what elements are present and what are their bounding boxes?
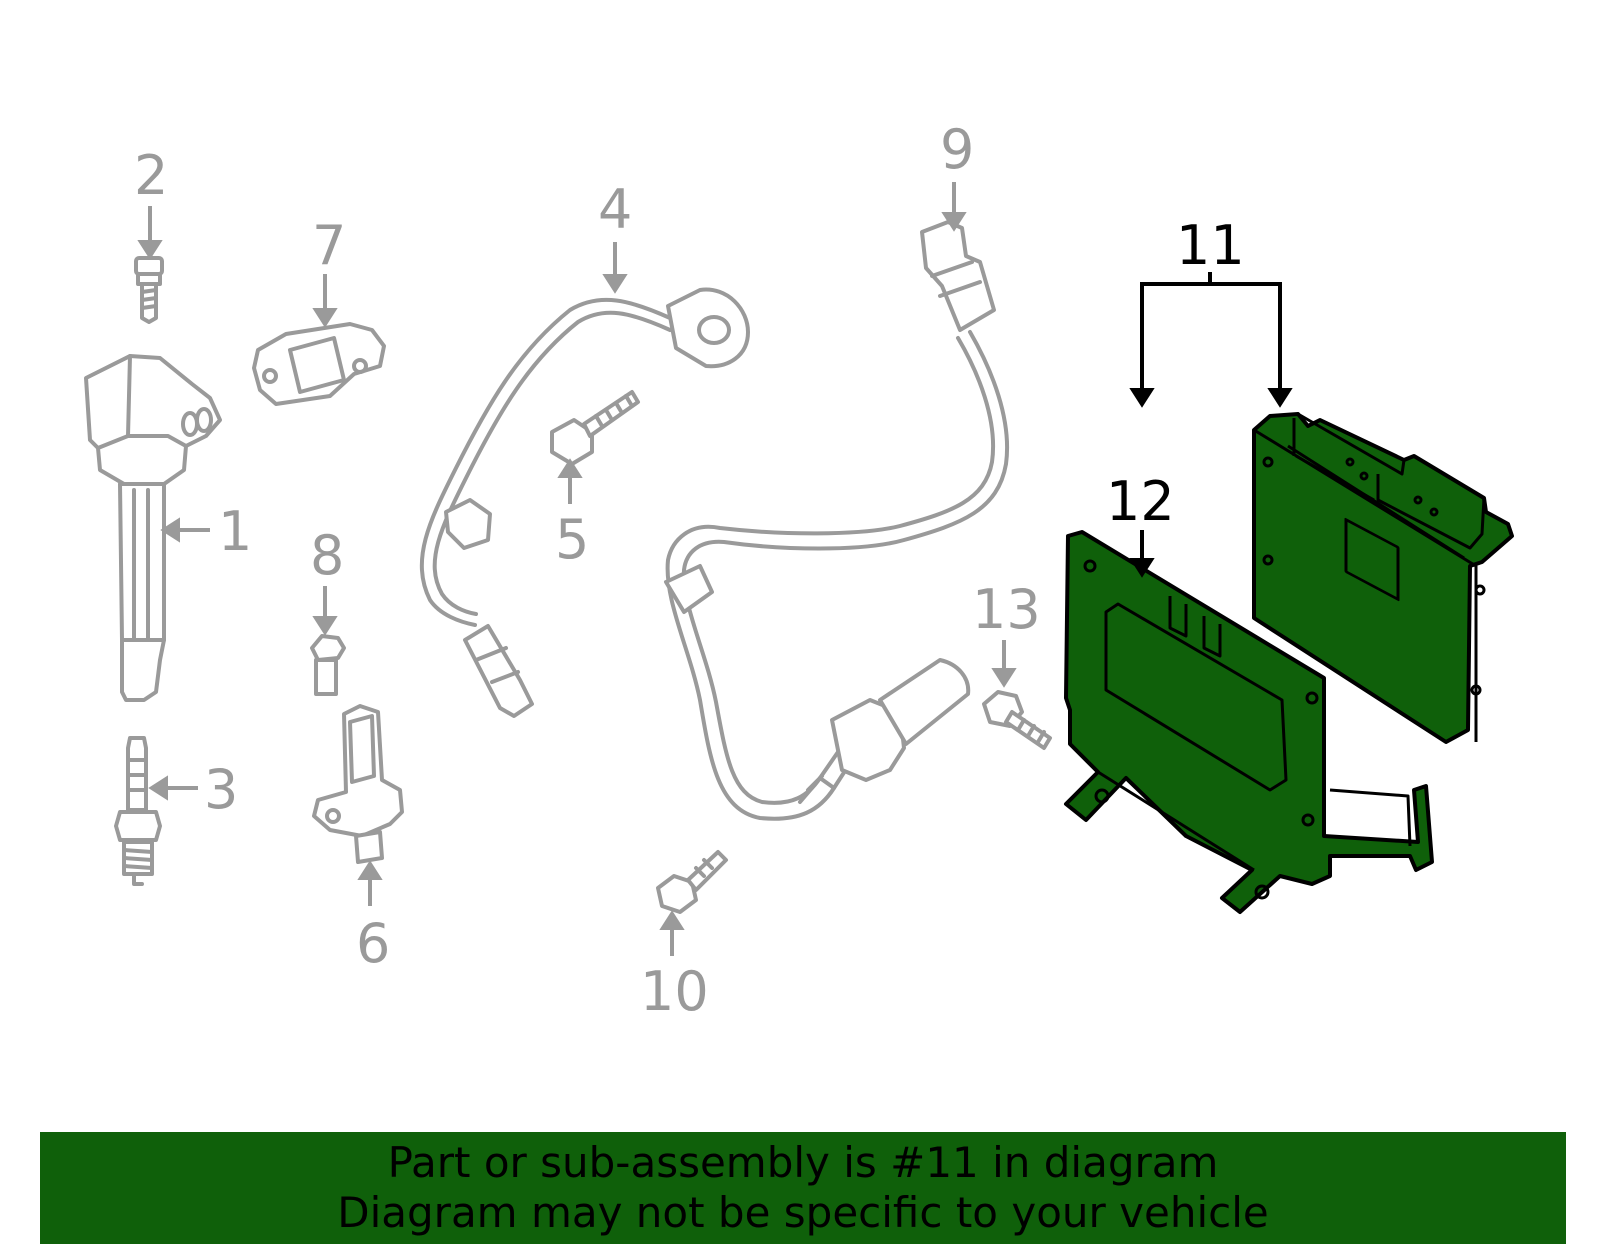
part-5-bolt[interactable] (550, 390, 640, 466)
part-1-ignition-coil[interactable] (84, 354, 222, 702)
callout-label-9[interactable]: 9 (940, 118, 974, 181)
part-11-ecu-module[interactable] (1252, 412, 1514, 744)
callout-label-4[interactable]: 4 (598, 178, 632, 241)
part-10-bolt[interactable] (656, 850, 728, 914)
info-banner: Part or sub-assembly is #11 in diagram D… (40, 1132, 1566, 1244)
part-6-cam-sensor[interactable] (312, 704, 404, 864)
banner-line-1: Part or sub-assembly is #11 in diagram (387, 1138, 1219, 1187)
part-12-mounting-bracket[interactable] (1064, 530, 1434, 914)
banner-line-2: Diagram may not be specific to your vehi… (337, 1188, 1269, 1237)
part-2-bolt[interactable] (134, 256, 164, 324)
callout-label-12[interactable]: 12 (1106, 470, 1175, 533)
callout-label-10[interactable]: 10 (640, 960, 709, 1023)
part-8-bolt[interactable] (310, 634, 346, 696)
callout-label-7[interactable]: 7 (312, 214, 346, 277)
part-3-spark-plug[interactable] (114, 736, 162, 886)
callout-label-6[interactable]: 6 (356, 912, 390, 975)
part-7-sensor[interactable] (252, 322, 386, 406)
callout-label-13[interactable]: 13 (972, 578, 1041, 641)
part-4-knock-sensor[interactable] (419, 287, 750, 718)
callout-label-2[interactable]: 2 (134, 144, 168, 207)
callout-label-1[interactable]: 1 (218, 500, 252, 563)
callout-label-5[interactable]: 5 (555, 508, 589, 571)
part-13-bolt[interactable] (982, 690, 1052, 750)
callout-label-11[interactable]: 11 (1176, 214, 1245, 277)
callout-labels: 1 2 3 4 5 6 7 8 9 10 11 12 13 (134, 118, 1245, 1023)
gray-leader-arrows (137, 182, 1017, 956)
callout-label-3[interactable]: 3 (204, 758, 238, 821)
black-leader-arrows (1129, 272, 1293, 578)
callout-label-8[interactable]: 8 (310, 524, 344, 587)
